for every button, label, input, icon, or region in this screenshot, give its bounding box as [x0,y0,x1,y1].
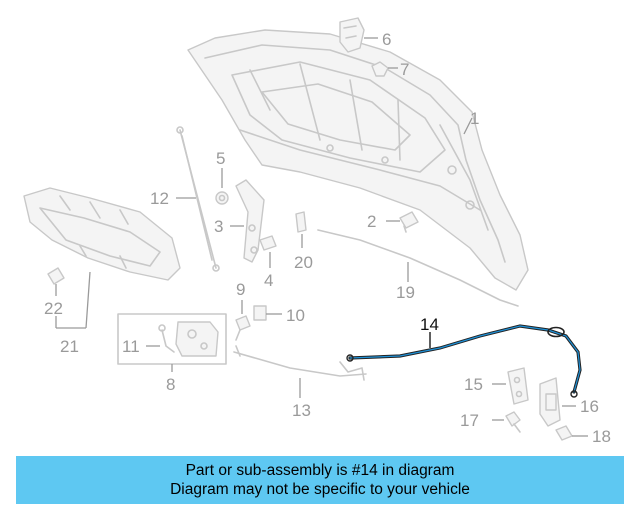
hood-bumper [399,211,419,233]
hood-clip [371,61,389,77]
hood-latch [539,377,561,427]
latch-bracket [339,17,365,53]
callout-1: 1 [470,109,479,128]
callout-9: 9 [236,280,245,299]
callout-16: 16 [580,397,599,416]
hood-panel [187,29,529,291]
parts-diagram: 1 2 3 4 5 6 7 [23,17,611,446]
banner-line-1: Part or sub-assembly is #14 in diagram [185,462,455,479]
seal-bracket [295,211,307,233]
latch-screw [235,315,251,341]
striker-plate [507,367,529,405]
callout-10: 10 [286,306,305,325]
banner-line-2: Diagram may not be specific to your vehi… [170,481,470,498]
callout-leader-21 [55,271,91,329]
callout-21: 21 [60,337,79,356]
callout-13: 13 [292,401,311,420]
callout-leader-1 [463,117,473,135]
hinge-bolt [259,235,277,251]
hood-release-cable [346,324,582,398]
small-bracket [253,305,267,321]
callout-11: 11 [122,337,140,356]
callout-18: 18 [592,427,611,446]
callout-4: 4 [264,271,273,290]
callout-3: 3 [214,217,223,236]
callout-7: 7 [400,60,409,79]
callout-22: 22 [44,299,63,318]
callout-5: 5 [216,149,225,168]
info-banner: Part or sub-assembly is #14 in diagram D… [16,456,624,504]
hood-insulator [23,187,181,281]
hood-nut [215,191,229,205]
callout-2: 2 [367,212,376,231]
callout-17: 17 [460,411,479,430]
latch-nut [555,425,573,441]
callout-20: 20 [294,253,313,272]
callout-19: 19 [396,283,415,302]
hood-seal [317,229,519,307]
latch-bolt [505,411,521,433]
hood-hinge [235,179,265,263]
callout-14: 14 [420,315,439,334]
release-rod [233,345,367,381]
insulator-clip [47,267,65,285]
callout-8: 8 [166,375,175,394]
callout-6: 6 [382,30,391,49]
callout-12: 12 [150,189,169,208]
callout-15: 15 [464,375,483,394]
support-rod [176,126,220,272]
